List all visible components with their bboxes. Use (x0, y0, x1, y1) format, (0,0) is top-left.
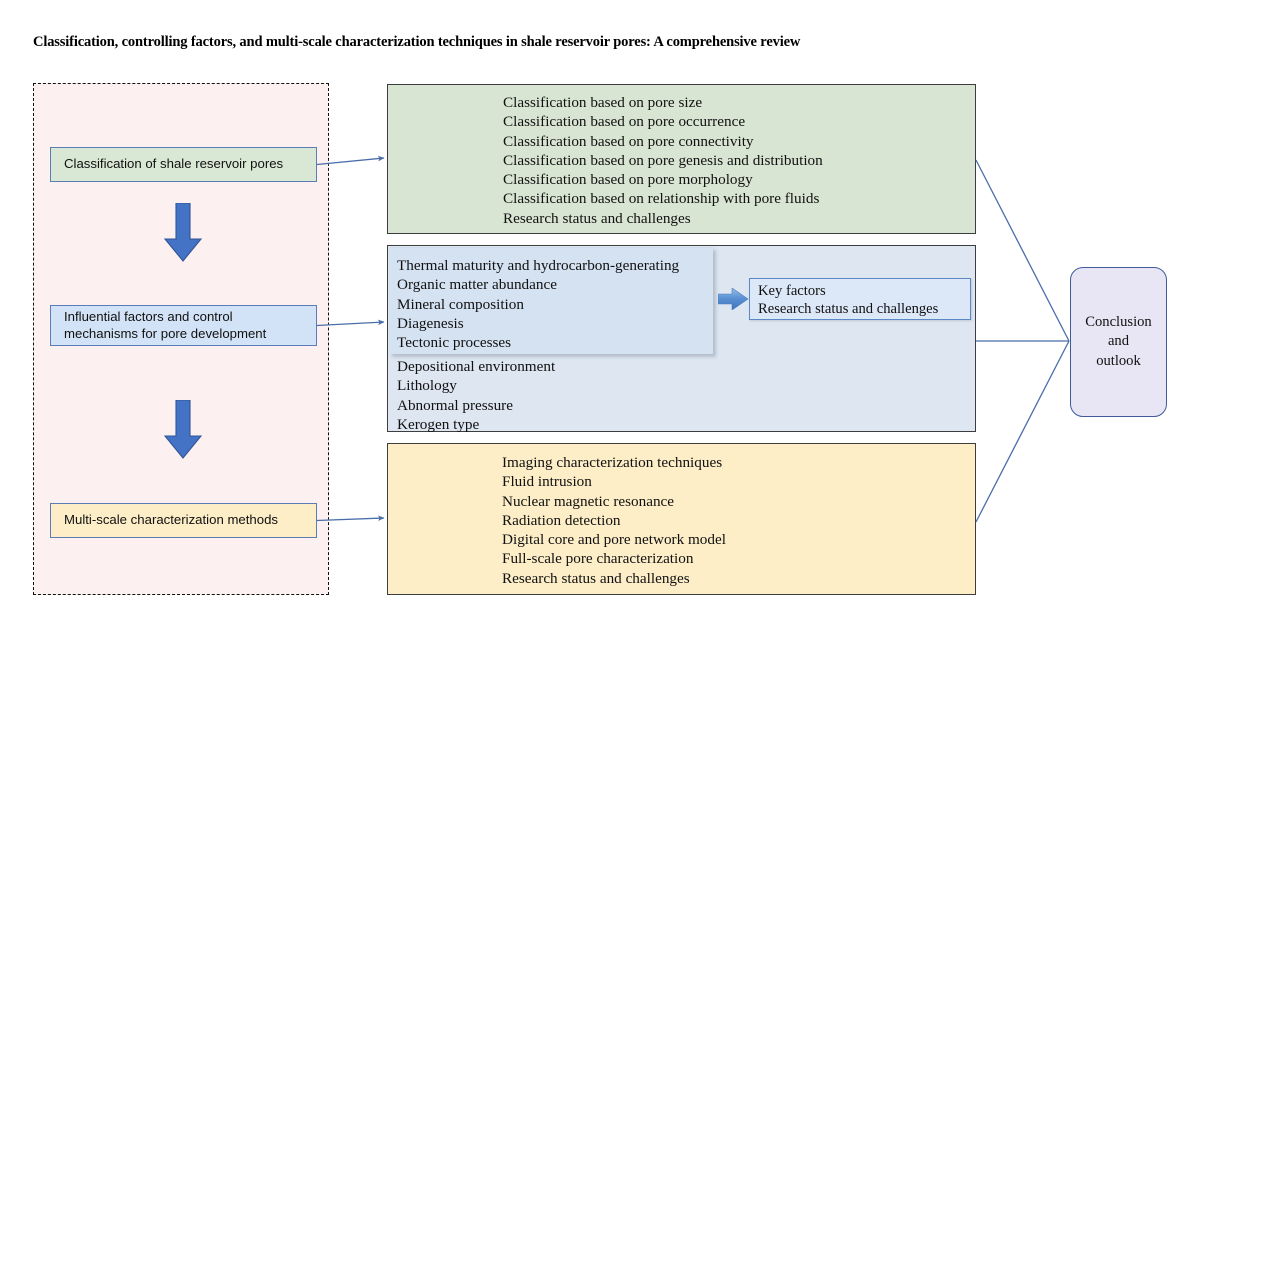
list-item: Imaging characterization techniques (502, 454, 723, 471)
panel-influential-factors: Thermal maturity and hydrocarbon-generat… (387, 245, 976, 434)
stage-label: Classification of shale reservoir pores (64, 156, 284, 172)
down-arrow-icon (163, 202, 203, 268)
list-item: Nuclear magnetic resonance (502, 492, 675, 510)
stage-box-influential-factors[interactable]: Influential factors and control mechanis… (50, 305, 317, 346)
page-title: Classification, controlling factors, and… (33, 34, 801, 50)
methods-item-list: Imaging characterization techniques Flui… (502, 453, 975, 588)
list-item: Classification based on pore morphology (503, 171, 753, 189)
list-item: Thermal maturity and hydrocarbon-generat… (397, 257, 680, 274)
stage-label: Multi-scale characterization methods (64, 512, 279, 528)
list-item: Classification based on pore connectivit… (503, 132, 754, 150)
list-item: Tectonic processes (397, 334, 512, 352)
list-item: Diagenesis (397, 314, 464, 332)
key-factors-callout[interactable]: Key factors Research status and challeng… (749, 278, 971, 320)
key-factors-item-list: Key factors Research status and challeng… (758, 282, 970, 319)
list-item: Organic matter abundance (397, 276, 557, 294)
list-item: Classification based on pore size (503, 94, 703, 111)
key-drivers-item-list: Thermal maturity and hydrocarbon-generat… (397, 256, 713, 352)
connector-methods-to-conclusion (975, 340, 1070, 523)
list-item: Research status and challenges (502, 569, 690, 587)
list-item: Full-scale pore characterization (502, 550, 694, 568)
list-item: Digital core and pore network model (502, 531, 726, 549)
panel-characterization-methods: Imaging characterization techniques Flui… (387, 443, 976, 595)
panel-classification: Classification based on pore size Classi… (387, 84, 976, 234)
stage-box-classification[interactable]: Classification of shale reservoir pores (50, 147, 317, 182)
list-item: Mineral composition (397, 295, 524, 313)
list-item: Research status and challenges (503, 209, 691, 227)
right-arrow-icon (717, 287, 749, 315)
list-item: Classification based on pore occurrence (503, 113, 746, 131)
key-drivers-subpanel: Thermal maturity and hydrocarbon-generat… (389, 247, 713, 354)
list-item: Research status and challenges (758, 301, 939, 318)
conclusion-node[interactable]: Conclusion and outlook (1070, 267, 1167, 417)
list-item: Fluid intrusion (502, 473, 592, 491)
list-item: Lithology (397, 377, 457, 395)
list-item: Depositional environment (397, 358, 556, 375)
list-item: Radiation detection (502, 511, 621, 529)
stage-label: Influential factors and control mechanis… (64, 308, 267, 341)
stage-box-characterization[interactable]: Multi-scale characterization methods (50, 503, 317, 538)
down-arrow-icon (163, 399, 203, 465)
connector-classification-to-conclusion (975, 159, 1070, 342)
list-item: Classification based on pore genesis and… (503, 151, 823, 169)
conclusion-label: Conclusion and outlook (1085, 313, 1152, 369)
classification-item-list: Classification based on pore size Classi… (503, 93, 975, 228)
list-item: Abnormal pressure (397, 396, 513, 414)
list-item: Key factors (758, 283, 826, 299)
list-item: Kerogen type (397, 415, 480, 433)
secondary-factors-item-list: Depositional environment Lithology Abnor… (397, 357, 975, 434)
list-item: Classification based on relationship wit… (503, 190, 820, 208)
